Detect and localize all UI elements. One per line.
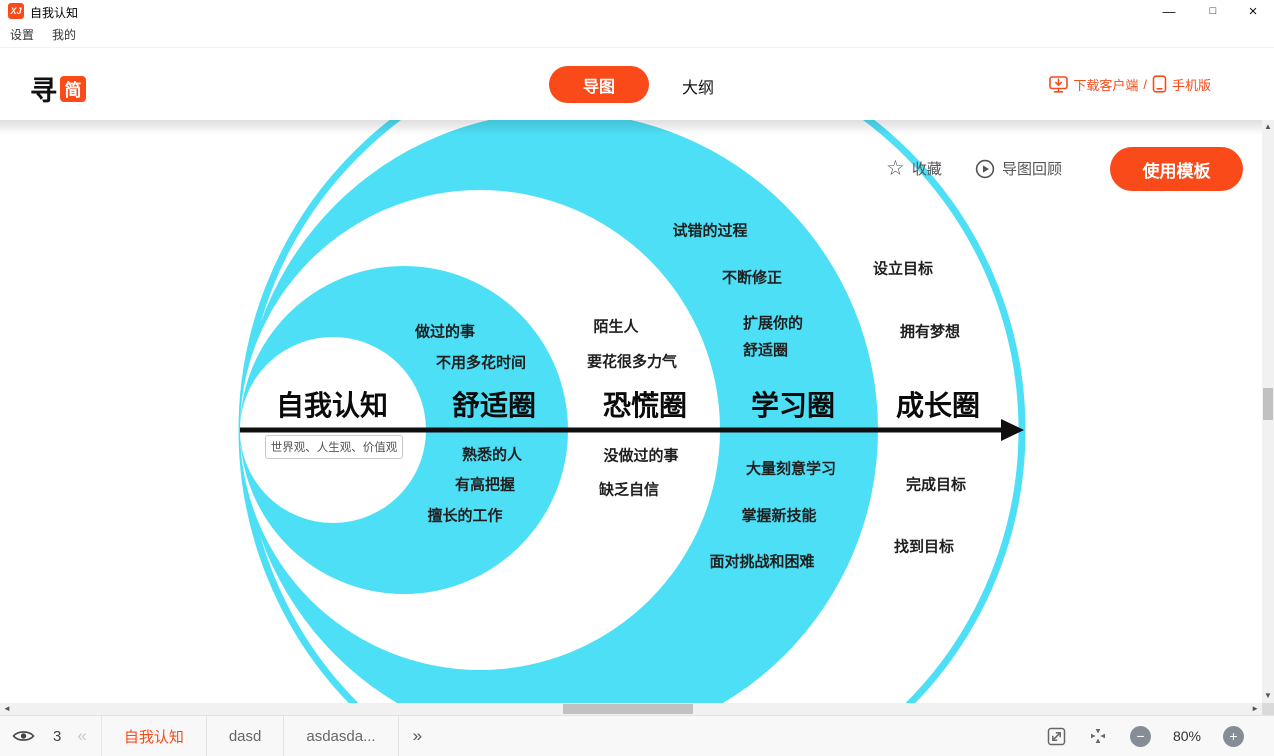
scroll-up-arrow[interactable]: ▲ — [1264, 122, 1272, 131]
annotation[interactable]: 不断修正 — [721, 269, 783, 287]
zoom-in-button[interactable]: + — [1223, 725, 1244, 747]
annotation[interactable]: 擅长的工作 — [427, 507, 503, 525]
sheet-tabs: 自我认知 dasd asdasda... — [100, 715, 399, 756]
close-button[interactable]: × — [1248, 2, 1258, 20]
mindmap-canvas[interactable]: 自我认知 舒适圈 恐慌圈 学习圈 成长圈 世界观、人生观、价值观 做过的事 不用… — [0, 120, 1262, 703]
horizontal-scroll-thumb[interactable] — [563, 704, 693, 714]
annotation[interactable]: 扩展你的 舒适圈 — [743, 315, 804, 359]
vertical-scrollbar[interactable]: ▲ ▼ — [1262, 120, 1274, 703]
annotation[interactable]: 找到目标 — [893, 538, 955, 556]
vertical-scroll-thumb[interactable] — [1263, 388, 1273, 420]
menu-settings[interactable]: 设置 — [10, 28, 35, 42]
annotation[interactable]: 完成目标 — [905, 476, 967, 494]
annotation[interactable]: 陌生人 — [593, 318, 639, 336]
annotation[interactable]: 缺乏自信 — [598, 481, 660, 499]
fullscreen-icon[interactable] — [1047, 727, 1066, 746]
sheet-count: 3 — [53, 727, 62, 745]
sheet-tab[interactable]: asdasda... — [284, 715, 399, 756]
map-review-control[interactable]: 导图回顾 — [975, 158, 1062, 179]
center-fit-icon[interactable] — [1088, 726, 1108, 746]
menu-bar: 设置 我的 — [0, 22, 1274, 48]
header: 寻 简 导图 大纲 下载客户端 / 手机版 — [0, 48, 1274, 120]
app-icon: XJ — [8, 3, 24, 19]
download-client-icon — [1049, 75, 1069, 93]
annotation[interactable]: 拥有梦想 — [899, 323, 961, 341]
axis-arrow-head — [1001, 419, 1024, 441]
scroll-down-arrow[interactable]: ▼ — [1264, 691, 1272, 700]
header-links: 下载客户端 / 手机版 — [1049, 48, 1211, 120]
status-bar: 3 « 自我认知 dasd asdasda... » − 80% + — [0, 715, 1274, 756]
annotation[interactable]: 没做过的事 — [603, 447, 679, 465]
self-note-box[interactable]: 世界观、人生观、价值观 — [265, 435, 403, 459]
zone-label-comfort[interactable]: 舒适圈 — [451, 390, 537, 421]
window-title: 自我认知 — [30, 6, 79, 20]
favorite-label: 收藏 — [911, 161, 942, 178]
scrollbar-corner — [1262, 703, 1274, 715]
annotation[interactable]: 试错的过程 — [672, 222, 748, 240]
title-bar: XJ 自我认知 — □ × — [0, 0, 1274, 22]
download-client-link[interactable]: 下载客户端 — [1073, 77, 1139, 93]
minimize-button[interactable]: — — [1162, 3, 1176, 19]
tab-outline[interactable]: 大纲 — [682, 80, 715, 97]
zoom-out-button[interactable]: − — [1129, 725, 1151, 747]
annotation[interactable]: 设立目标 — [872, 260, 934, 278]
sheet-tab-active[interactable]: 自我认知 — [100, 715, 207, 756]
view-controls: − 80% + — [1047, 725, 1244, 747]
tab-mindmap[interactable]: 导图 — [549, 66, 649, 103]
horizontal-scrollbar[interactable]: ◄ ► — [0, 703, 1262, 715]
play-icon — [975, 159, 995, 178]
zone-label-panic[interactable]: 恐慌圈 — [602, 390, 688, 421]
annotation[interactable]: 面对挑战和困难 — [709, 553, 815, 571]
sheet-tab[interactable]: dasd — [207, 715, 285, 756]
maximize-button[interactable]: □ — [1209, 5, 1217, 17]
zoom-level: 80% — [1172, 728, 1201, 744]
zone-label-learning[interactable]: 学习圈 — [750, 390, 836, 421]
use-template-button[interactable]: 使用模板 — [1110, 147, 1243, 191]
mobile-version-icon — [1152, 75, 1167, 93]
scroll-left-arrow[interactable]: ◄ — [3, 704, 11, 713]
preview-eye-icon[interactable] — [12, 728, 35, 744]
zones-diagram — [238, 120, 1026, 703]
star-icon: ☆ — [886, 156, 905, 180]
more-tabs-icon[interactable]: » — [412, 726, 423, 745]
scroll-right-arrow[interactable]: ► — [1251, 704, 1259, 713]
zone-label-growth[interactable]: 成长圈 — [895, 390, 981, 421]
logo-text: 寻 — [30, 76, 57, 106]
zone-label-self[interactable]: 自我认知 — [275, 390, 389, 421]
link-divider: / — [1143, 76, 1147, 92]
annotation[interactable]: 熟悉的人 — [461, 446, 523, 464]
annotation[interactable]: 掌握新技能 — [741, 507, 817, 525]
mobile-version-link[interactable]: 手机版 — [1171, 77, 1211, 93]
menu-mine[interactable]: 我的 — [52, 28, 77, 42]
map-review-label: 导图回顾 — [1002, 161, 1063, 178]
favorite-control[interactable]: ☆ 收藏 — [886, 158, 942, 179]
annotation[interactable]: 做过的事 — [414, 323, 476, 341]
annotation[interactable]: 有高把握 — [454, 476, 516, 494]
annotation[interactable]: 要花很多力气 — [586, 353, 678, 371]
logo-badge: 简 — [60, 75, 86, 102]
collapse-tabs-icon[interactable]: « — [77, 726, 87, 745]
logo[interactable]: 寻 简 — [30, 69, 86, 108]
annotation[interactable]: 不用多花时间 — [435, 354, 527, 372]
annotation[interactable]: 大量刻意学习 — [745, 460, 837, 478]
